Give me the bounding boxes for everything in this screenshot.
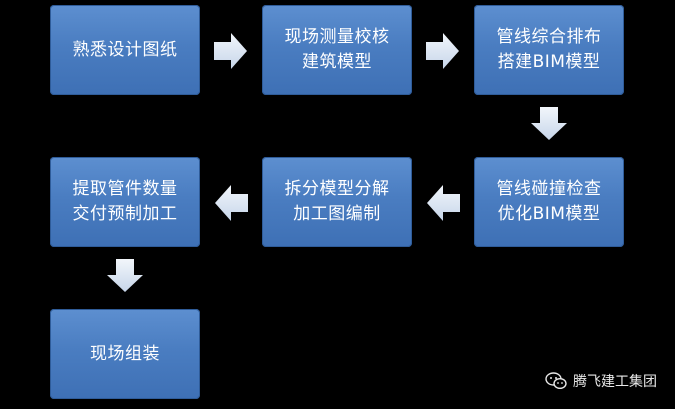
- step-box-6: 提取管件数量 交付预制加工: [50, 157, 200, 247]
- arrow-left-icon: [215, 185, 248, 221]
- step-box-7: 现场组装: [50, 309, 200, 399]
- step-label-6: 提取管件数量 交付预制加工: [72, 179, 178, 224]
- step-label-7: 现场组装: [90, 343, 160, 364]
- arrow-down-icon: [107, 259, 143, 292]
- step-label-5: 拆分模型分解 加工图编制: [284, 179, 390, 224]
- step-box-4: 管线碰撞检查 优化BIM模型: [474, 157, 624, 247]
- watermark-text: 腾飞建工集团: [573, 374, 657, 390]
- step-label-3: 管线综合排布 搭建BIM模型: [496, 27, 602, 72]
- step-label-2: 现场测量校核 建筑模型: [284, 27, 390, 72]
- arrow-right-icon: [214, 33, 247, 69]
- step-label-1: 熟悉设计图纸: [72, 39, 178, 60]
- step-box-5: 拆分模型分解 加工图编制: [262, 157, 412, 247]
- wechat-icon: [545, 372, 567, 390]
- arrow-right-icon: [426, 33, 459, 69]
- step-box-3: 管线综合排布 搭建BIM模型: [474, 5, 624, 95]
- step-box-1: 熟悉设计图纸: [50, 5, 200, 95]
- watermark: 腾飞建工集团: [545, 371, 657, 391]
- arrow-down-icon: [531, 107, 567, 140]
- arrow-left-icon: [427, 185, 460, 221]
- step-box-2: 现场测量校核 建筑模型: [262, 5, 412, 95]
- step-label-4: 管线碰撞检查 优化BIM模型: [496, 179, 602, 224]
